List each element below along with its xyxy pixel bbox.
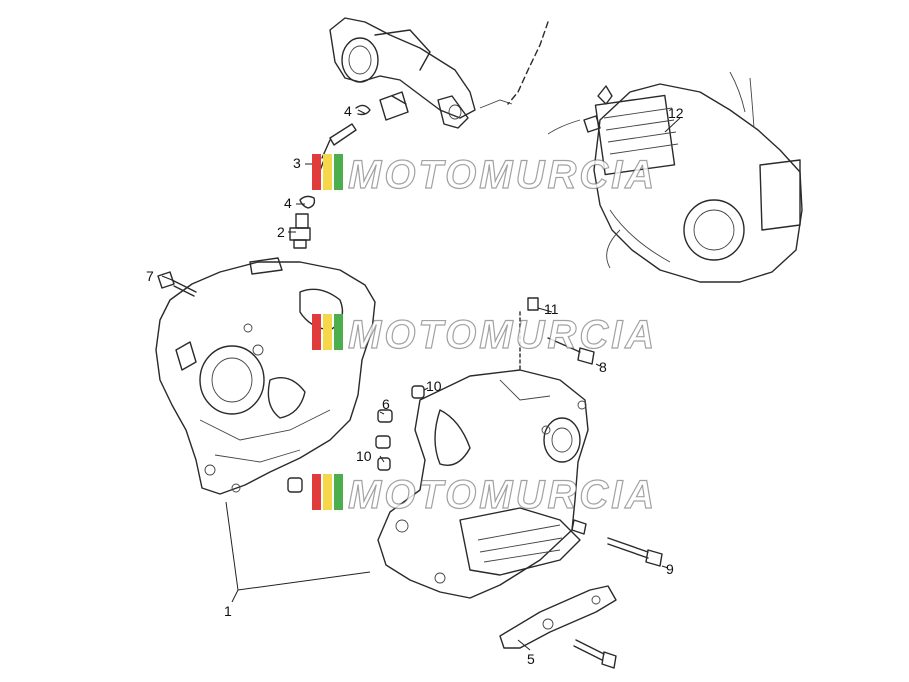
watermark-stripe-red [312, 314, 321, 350]
watermark-stripe-red [312, 474, 321, 510]
callout-5: 5 [527, 651, 535, 667]
callout-3: 3 [293, 155, 301, 171]
callout-9: 9 [666, 561, 674, 577]
watermark-top: MOTOMURCIA [312, 152, 657, 198]
callout-6: 6 [382, 396, 390, 412]
dowel-pins-6 [287, 409, 393, 493]
callout-11: 11 [544, 301, 559, 317]
watermark-middle: MOTOMURCIA [312, 312, 657, 358]
callout-10-upper: 10 [426, 378, 442, 394]
watermark-stripe-green [334, 154, 343, 190]
screw-11 [519, 297, 539, 373]
watermark-text: MOTOMURCIA [348, 153, 657, 197]
watermark-stripe-yellow [323, 154, 332, 190]
watermark-stripe-yellow [323, 314, 332, 350]
callout-12: 12 [668, 105, 684, 121]
left-crankcase-half [155, 257, 376, 495]
bolt-7 [157, 271, 197, 297]
callout-4-top: 4 [344, 103, 352, 119]
bolt-9 [571, 519, 663, 567]
bolt-8 [547, 337, 595, 365]
watermark-text: MOTOMURCIA [348, 473, 657, 517]
callout-labels: 1 2 3 4 4 5 6 7 8 9 10 10 11 12 [146, 103, 684, 667]
callout-7: 7 [146, 268, 154, 284]
cylinder-intake-illustration [329, 17, 549, 129]
watermark-stripe-yellow [323, 474, 332, 510]
leader-lines [161, 109, 681, 651]
callout-2: 2 [277, 224, 285, 240]
watermark-stripe-green [334, 474, 343, 510]
callout-10-lower: 10 [356, 448, 372, 464]
dowel-pins-10 [377, 385, 425, 471]
right-crankcase-half [377, 369, 589, 599]
watermark-text: MOTOMURCIA [348, 313, 657, 357]
complete-engine-illustration [547, 71, 803, 283]
callout-4-lower: 4 [284, 195, 292, 211]
watermark-stripe-green [334, 314, 343, 350]
watermark-bottom: MOTOMURCIA [312, 472, 657, 518]
bracket-5 [499, 585, 617, 669]
watermark-stripe-red [312, 154, 321, 190]
callout-1: 1 [224, 603, 232, 619]
callout-8: 8 [599, 359, 607, 375]
